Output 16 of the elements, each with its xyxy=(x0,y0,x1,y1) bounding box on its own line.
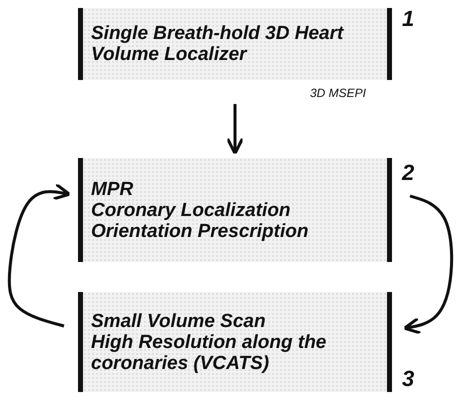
step-text: Coronary Localization xyxy=(91,200,292,220)
process-box xyxy=(78,8,392,80)
sequence-note: 3D MSEPI xyxy=(310,86,366,100)
arrow xyxy=(8,182,71,328)
step-text: Small Volume Scan xyxy=(91,310,267,332)
arrow xyxy=(403,194,454,335)
process-box xyxy=(78,292,392,392)
step-text: High Resolution along the coronaries (VCATS) xyxy=(91,332,328,374)
step-number: 1 xyxy=(402,6,414,32)
process-box xyxy=(78,158,392,262)
step-text: Orientation Prescription xyxy=(91,220,310,242)
step-number: 3 xyxy=(402,366,414,392)
step-number: 2 xyxy=(402,160,414,186)
step-text: Single Breath-hold 3D Heart Volume Localizer xyxy=(91,23,345,65)
step-text: MPR xyxy=(91,178,134,200)
arrow xyxy=(226,104,244,155)
